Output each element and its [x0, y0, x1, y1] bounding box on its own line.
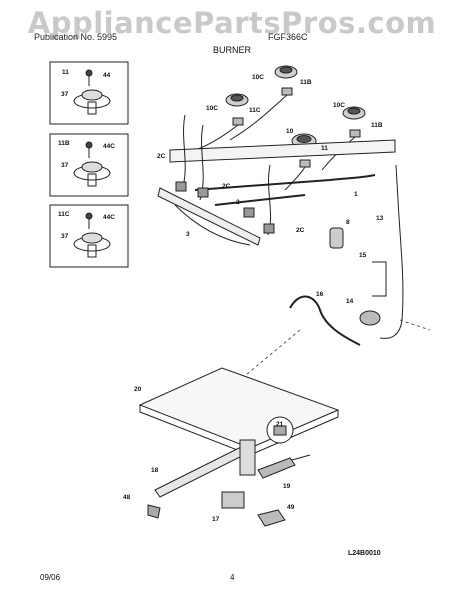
callout-11b-a: 11B [300, 79, 312, 86]
ignitor-19 [257, 457, 296, 479]
callout-18: 18 [151, 467, 159, 474]
burner-base-right [349, 129, 361, 138]
callout-48: 48 [123, 494, 131, 501]
diagram-reference: L24B0010 [348, 550, 381, 557]
guide-line-3 [399, 319, 431, 331]
publication-number: Publication No. 5995 [34, 32, 118, 42]
callout-13: 13 [376, 215, 384, 222]
watermark: AppliancePartsPros.com [27, 6, 437, 40]
callout-21: 21 [276, 421, 284, 428]
footer-page-number: 4 [230, 573, 235, 582]
inset-burner-11 [73, 69, 111, 115]
burner-pan-20 [138, 367, 340, 449]
manifold-pipe [194, 174, 376, 191]
gas-line-13 [379, 164, 404, 339]
callout-20: 20 [134, 386, 142, 393]
callout-2c-c: 2C [296, 227, 305, 234]
callout-17: 17 [212, 516, 220, 523]
burner-base-front-left [232, 117, 244, 126]
valve-2 [197, 187, 209, 198]
inset-burner-11c [73, 212, 111, 258]
bake-burner-18 [154, 444, 251, 498]
gas-tube-center [284, 166, 306, 191]
tube-16 [289, 295, 361, 346]
callout-44c-b: 44C [103, 214, 115, 221]
callout-1: 1 [354, 191, 358, 198]
callout-16: 16 [316, 291, 324, 298]
manifold-pipe-lower [214, 194, 306, 206]
callout-11: 11 [62, 69, 69, 76]
valve-14 [359, 310, 381, 326]
inset-box-11 [49, 61, 129, 125]
inset-box-11b [49, 133, 129, 197]
burner-head-10c-front-left [225, 93, 249, 107]
callout-10c-c: 10C [333, 102, 345, 109]
callout-11c: 11C [249, 107, 261, 114]
callout-11: 11 [321, 145, 328, 152]
valve-4 [263, 223, 275, 234]
callout-15: 15 [359, 252, 367, 259]
burner-frame [169, 139, 396, 163]
wire-harness [174, 204, 251, 246]
callout-2c-a: 2C [157, 153, 166, 160]
callout-37c: 37 [61, 233, 69, 240]
callout-37b: 37 [61, 162, 69, 169]
callout-2: 2 [236, 199, 240, 206]
burner-base-rear-left [281, 87, 293, 96]
burner-head-10c-right [342, 106, 366, 120]
guide-line-1 [239, 329, 301, 381]
callout-49: 49 [287, 504, 295, 511]
valve-1 [175, 181, 187, 192]
callout-10: 10 [286, 128, 294, 135]
bracket-15 [372, 261, 387, 297]
orifice-21 [273, 425, 287, 436]
callout-11b-b: 11B [371, 122, 383, 129]
clip-48 [147, 504, 161, 519]
callout-44c: 44C [103, 143, 115, 150]
callout-10c-b: 10C [206, 105, 218, 112]
ignitor-wire-19 [291, 454, 311, 461]
section-title: BURNER [212, 45, 251, 55]
footer-date: 09/06 [40, 573, 61, 582]
burner-head-10c-rear-left [274, 65, 298, 79]
callout-2c-b: 2C [222, 183, 231, 190]
valve-3 [243, 207, 255, 218]
regulator-8 [329, 227, 344, 249]
callout-14: 14 [346, 298, 354, 305]
callout-19: 19 [283, 483, 291, 490]
inset-box-11c [49, 204, 129, 268]
callout-11b-inset: 11B [58, 140, 70, 147]
callout-3: 3 [186, 231, 190, 238]
model-number: FGF366C [268, 32, 308, 42]
burner-base-center [299, 159, 311, 168]
callout-37: 37 [61, 91, 69, 98]
callout-10c-a: 10C [252, 74, 264, 81]
callout-11c-inset: 11C [58, 211, 70, 218]
bake-burner-venturi [239, 439, 256, 476]
gas-tube-rear-left [229, 94, 288, 141]
part-49 [257, 509, 286, 527]
callout-8: 8 [346, 219, 350, 226]
manifold-bracket [157, 187, 261, 246]
inset-burner-11b [73, 141, 111, 187]
valve-17 [221, 491, 245, 509]
callout-44: 44 [103, 72, 111, 79]
